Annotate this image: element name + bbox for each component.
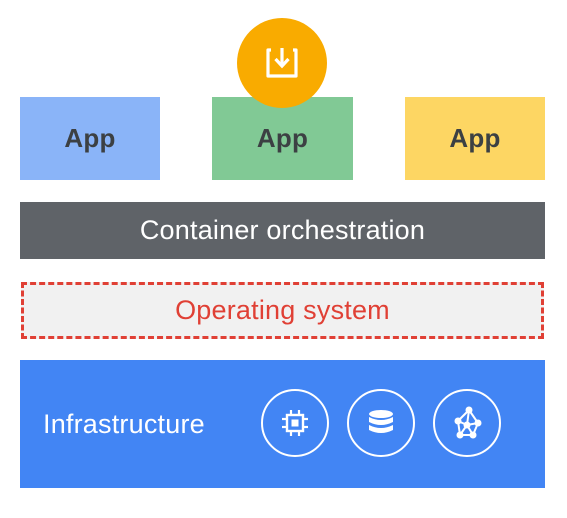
app-box-3: App xyxy=(405,97,545,180)
app-label: App xyxy=(256,123,309,153)
infrastructure-label: Infrastructure xyxy=(43,408,205,439)
operating-system-layer: Operating system xyxy=(21,282,544,339)
app-box-2: App xyxy=(212,97,353,180)
download-badge xyxy=(237,18,327,108)
app-label: App xyxy=(449,123,501,153)
database-icon xyxy=(347,389,415,457)
app-label: App xyxy=(64,123,116,153)
infrastructure-layer: Infrastructure xyxy=(20,360,545,488)
container-orchestration-layer: Container orchestration xyxy=(20,202,545,259)
operating-system-label: Operating system xyxy=(175,295,390,325)
app-box-1: App xyxy=(20,97,160,180)
download-box-icon xyxy=(266,48,298,78)
cpu-icon xyxy=(261,389,329,457)
network-icon xyxy=(433,389,501,457)
orchestration-label: Container orchestration xyxy=(139,215,426,245)
